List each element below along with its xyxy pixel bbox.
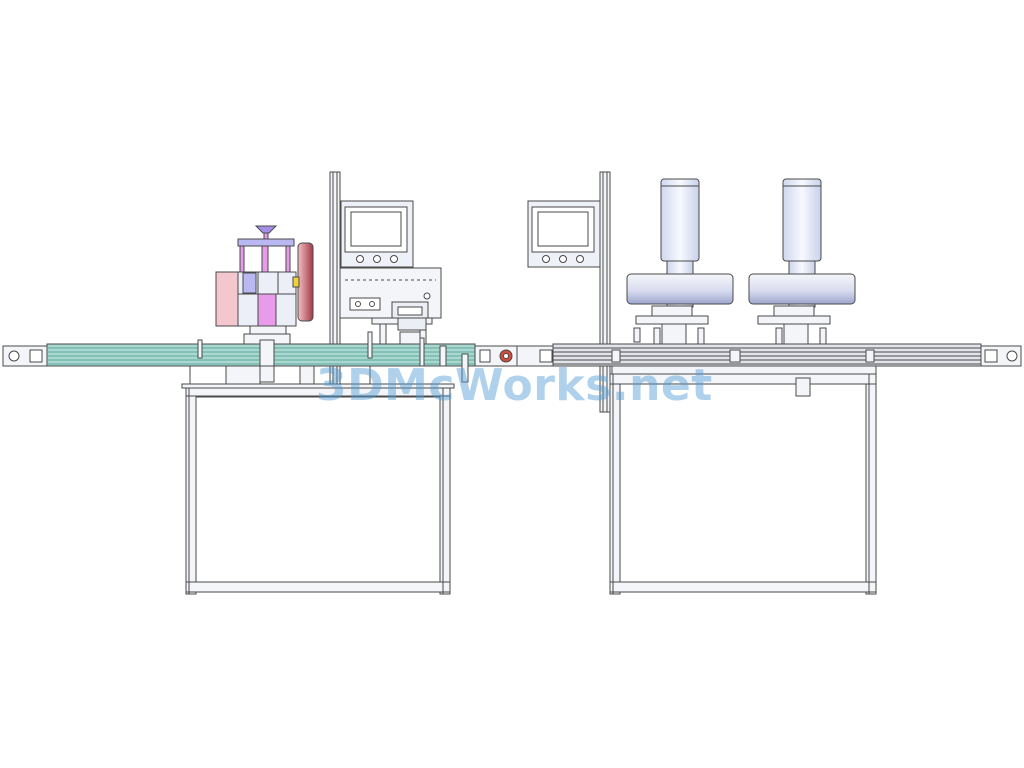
stop-button-icon[interactable] bbox=[499, 349, 513, 363]
left-machine-frame bbox=[185, 383, 451, 595]
left-control-box bbox=[339, 267, 442, 323]
capping-motor-1-icon bbox=[626, 178, 734, 367]
right-hmi-post bbox=[599, 171, 611, 413]
left-conveyor-posts bbox=[197, 331, 469, 383]
left-hmi-screen-icon bbox=[340, 200, 414, 268]
right-machine-frame bbox=[609, 373, 877, 595]
labeling-head bbox=[215, 225, 314, 347]
right-conveyor bbox=[516, 343, 1022, 375]
right-hmi-screen-icon bbox=[527, 200, 601, 268]
capping-motor-2-icon bbox=[748, 178, 856, 367]
